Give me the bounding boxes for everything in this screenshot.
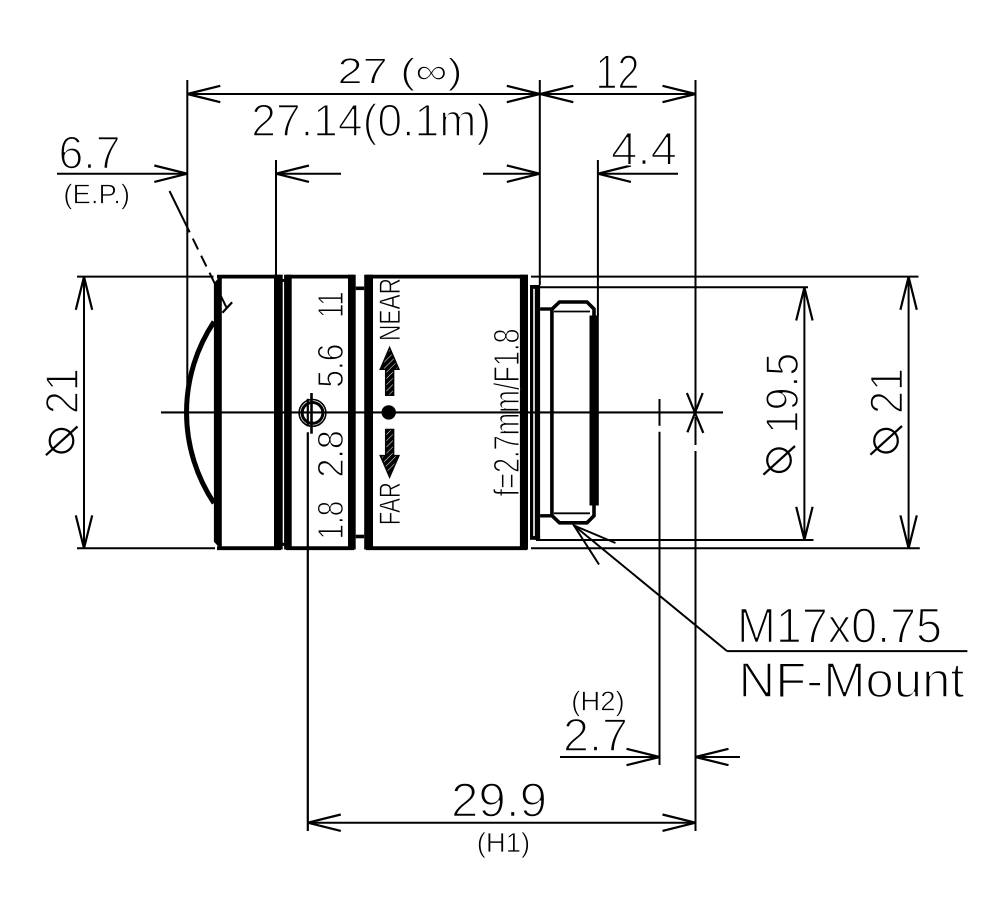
- svg-text:2.8: 2.8: [310, 430, 351, 477]
- svg-text:12: 12: [596, 47, 640, 100]
- svg-text:FAR: FAR: [374, 482, 407, 525]
- svg-text:5.6: 5.6: [310, 344, 351, 388]
- svg-text:M17x0.75: M17x0.75: [737, 600, 942, 654]
- svg-text:4.4: 4.4: [611, 123, 677, 175]
- svg-text:2.7: 2.7: [563, 709, 628, 761]
- svg-text:21: 21: [861, 368, 913, 414]
- svg-text:(H2): (H2): [571, 686, 624, 717]
- svg-text:NEAR: NEAR: [374, 278, 407, 341]
- svg-text:(H1): (H1): [477, 827, 530, 858]
- svg-text:27.14(0.1m): 27.14(0.1m): [251, 95, 491, 146]
- svg-text:19.5: 19.5: [756, 353, 808, 434]
- svg-text:21: 21: [36, 368, 88, 414]
- svg-text:6.7: 6.7: [59, 127, 121, 179]
- svg-text:29.9: 29.9: [451, 775, 547, 828]
- svg-text:(E.P.): (E.P.): [63, 179, 130, 210]
- svg-text:27 (∞): 27 (∞): [338, 51, 463, 92]
- svg-text:NF-Mount: NF-Mount: [739, 654, 965, 708]
- svg-text:1.8: 1.8: [310, 501, 351, 540]
- svg-text:11: 11: [310, 292, 351, 318]
